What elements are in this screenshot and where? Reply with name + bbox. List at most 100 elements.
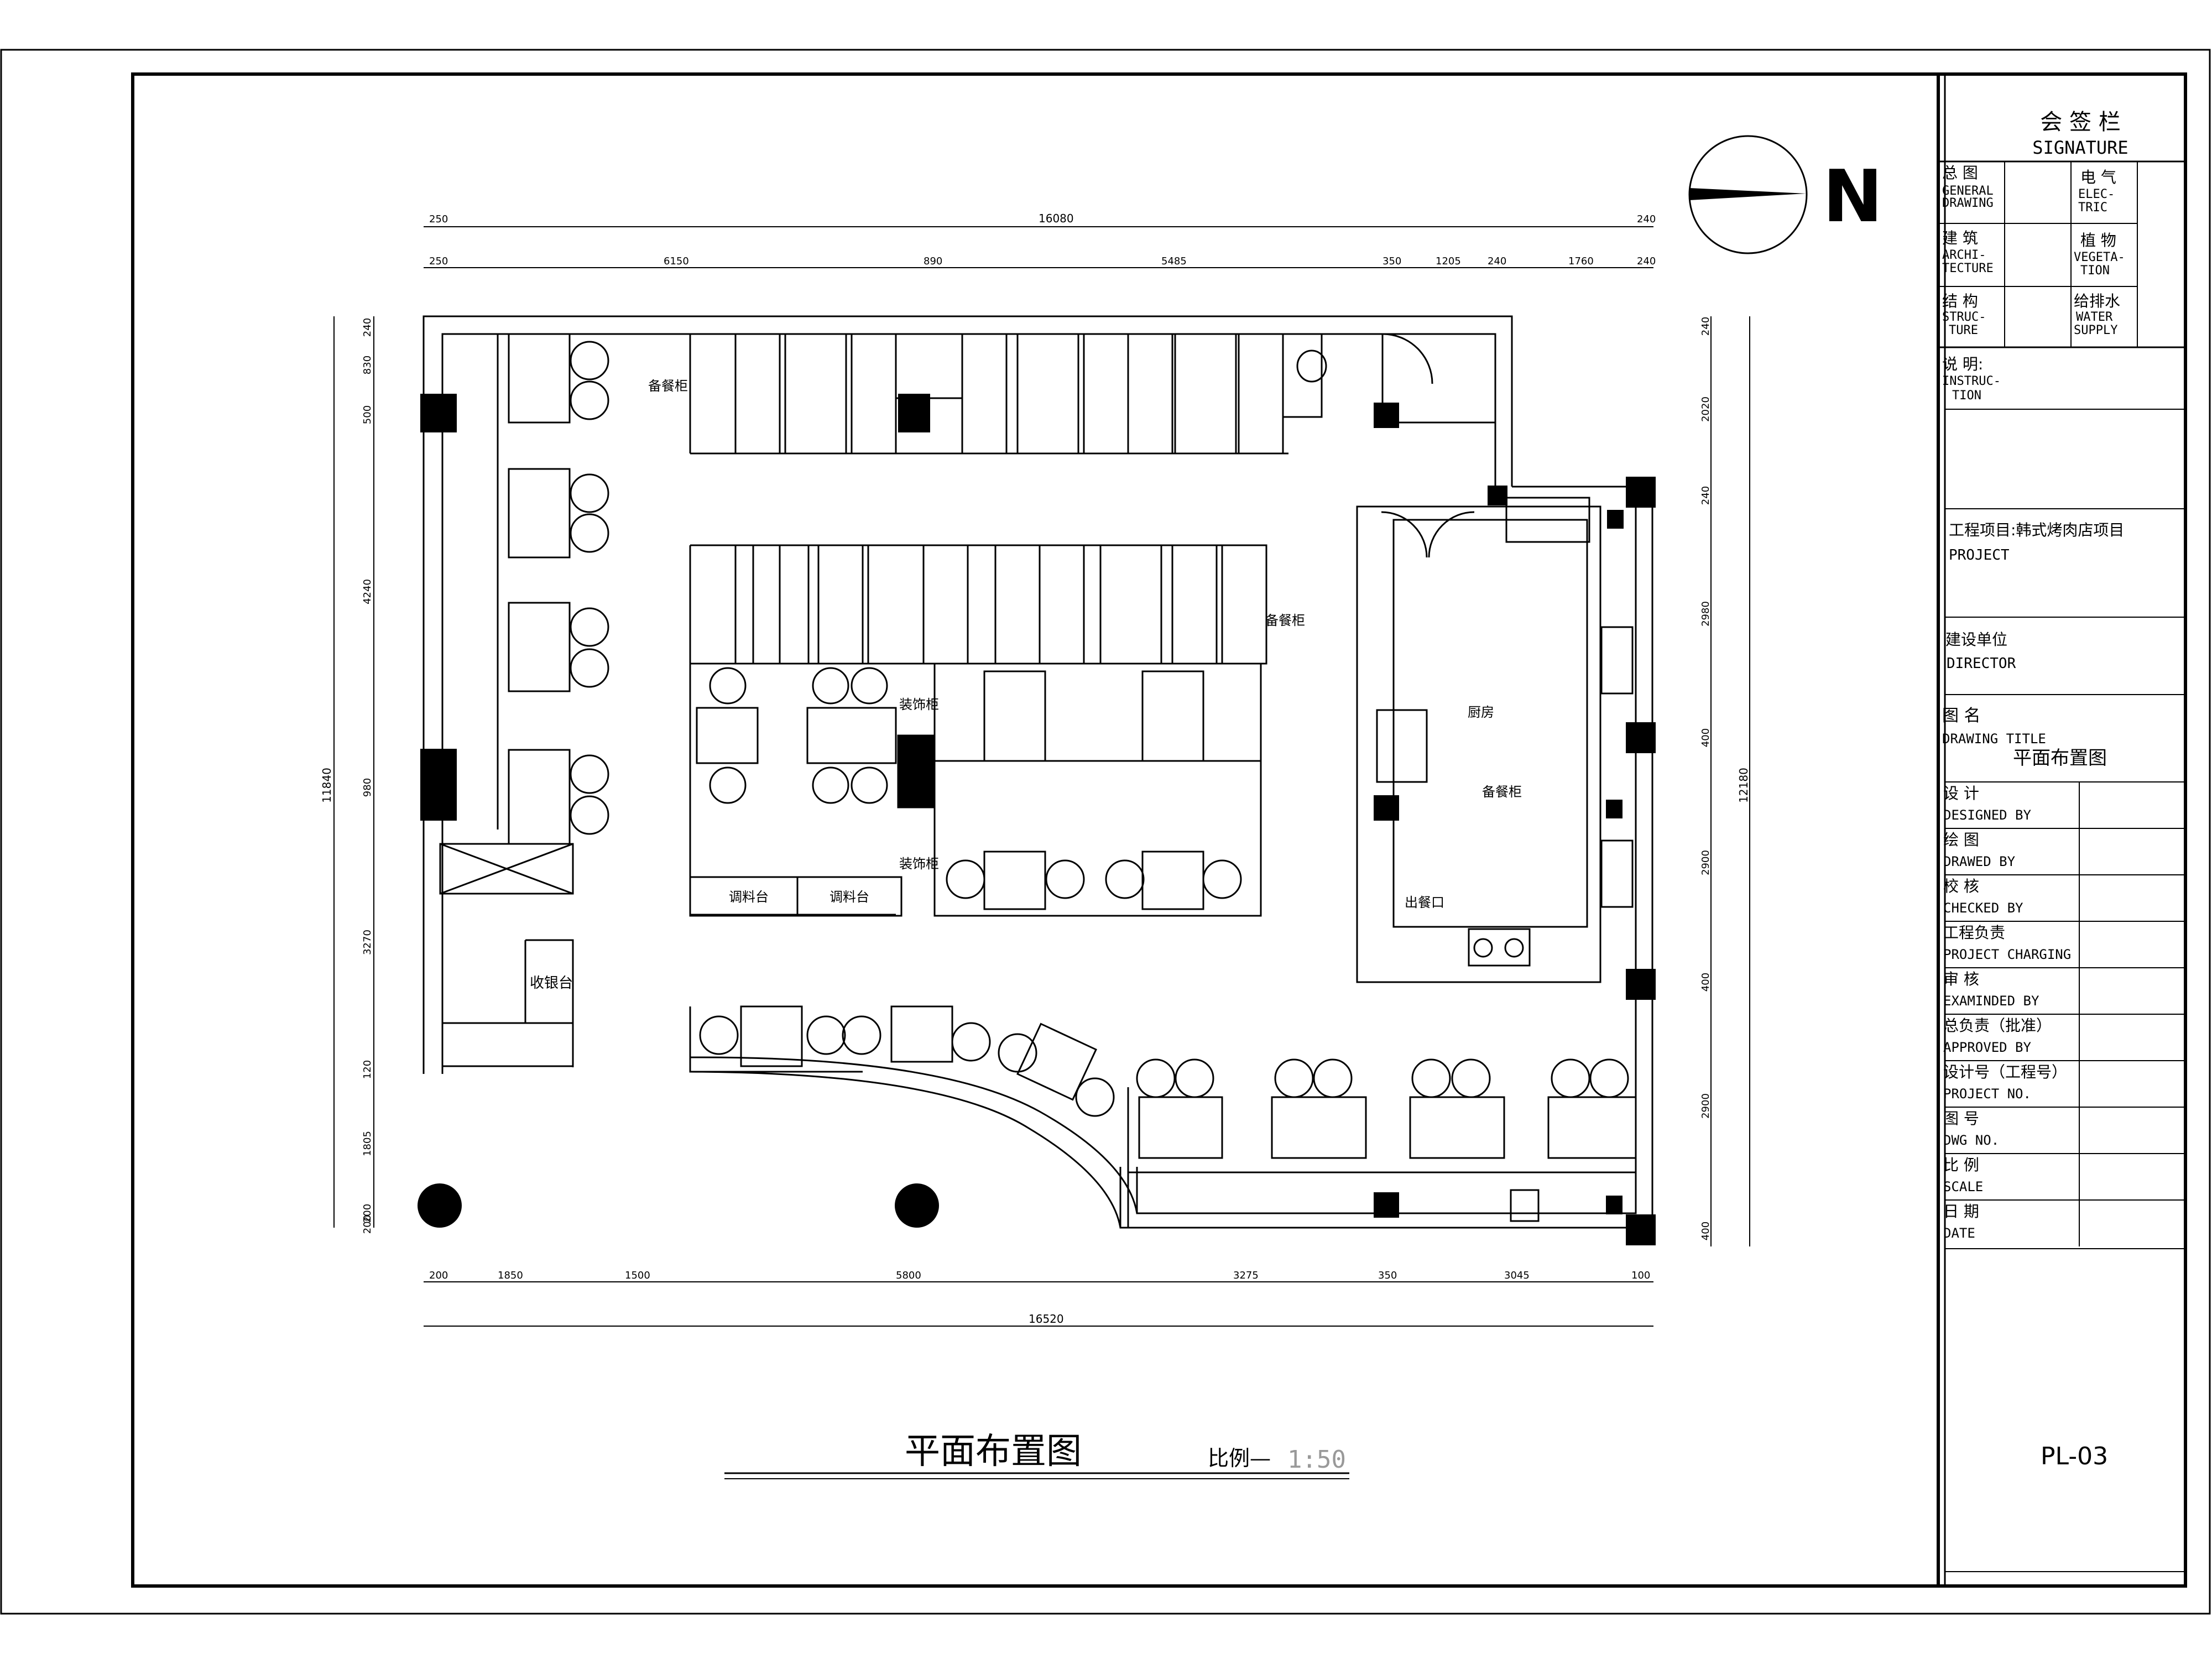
restroom-door [1382, 333, 1433, 384]
instruction-en2: TION [1952, 389, 1981, 403]
dim-bottom-3: 5800 [896, 1270, 921, 1281]
discipline-vegetation-en2: TION [2080, 264, 2110, 278]
east-wall-outer [1119, 486, 1653, 1229]
discipline-water-cn: 给排水 [2074, 292, 2120, 310]
top-brick-column [895, 333, 963, 399]
discipline-vegetation-cn: 植 物 [2080, 231, 2116, 249]
dim-right-0: 240 [1700, 317, 1712, 336]
tb-row-cn-0: 设 计 [1943, 784, 1979, 802]
tb-row-cn-1: 绘 图 [1943, 831, 1979, 849]
discipline-electric-cn: 电 气 [2080, 168, 2116, 186]
scale-label: 比例— [1208, 1446, 1271, 1470]
dim-top-2: 890 [924, 255, 942, 267]
dim-top-0: 250 [429, 255, 448, 267]
instruction-en1: INSTRUC- [1942, 374, 2001, 388]
dim-left-7: 1805 [362, 1131, 373, 1156]
discipline-electric-en2: TRIC [2078, 201, 2107, 215]
tb-row-en-8: SCALE [1943, 1179, 1983, 1194]
cashier-counter [442, 1022, 574, 1067]
dim-bottom-4: 3275 [1233, 1270, 1259, 1281]
dim-bottom-7: 100 [1631, 1270, 1650, 1281]
title-block-frame [1937, 72, 2187, 1588]
project-en: PROJECT [1949, 547, 2010, 564]
title-block: 会 签 栏 SIGNATURE 总 图 GENERAL DRAWING 电 气 … [1937, 72, 2187, 1588]
dim-top-total-left: 250 [429, 213, 448, 225]
label-seasoning-2: 调料台 [830, 889, 869, 905]
discipline-general-en2: DRAWING [1942, 196, 1994, 210]
label-prep-cabinet-kitchen: 备餐柜 [1482, 784, 1522, 800]
dim-bottom-5: 350 [1378, 1270, 1397, 1281]
dim-right-6: 400 [1700, 973, 1712, 992]
project-cn: 工程项目:韩式烤肉店项目 [1949, 521, 2124, 539]
dim-left-4: 980 [362, 778, 373, 797]
dim-left-3: 4240 [362, 579, 373, 604]
discipline-structure-en2: TURE [1949, 324, 1978, 337]
dim-left-8: 200 [362, 1204, 373, 1223]
north-arrow: N [1688, 135, 1883, 254]
tb-row-en-3: PROJECT CHARGING [1943, 947, 2071, 962]
dim-bottom-1: 1850 [498, 1270, 523, 1281]
drawing-title-cn: 图 名 [1942, 706, 1981, 726]
kitchen-room [1356, 505, 1601, 983]
outer-sheet-border [0, 49, 2211, 1615]
tb-row-en-7: DWG NO. [1943, 1133, 1999, 1148]
dim-right-4: 400 [1700, 728, 1712, 747]
discipline-vegetation-en1: VEGETA- [2074, 251, 2125, 264]
dim-left-5: 3270 [362, 930, 373, 955]
drawing-title-en: DRAWING TITLE [1942, 731, 2046, 747]
exterior-wall-inner [441, 333, 1496, 1074]
tb-row-en-0: DESIGNED BY [1943, 807, 2031, 823]
dim-right-1: 2020 [1700, 397, 1712, 422]
drawing-title-value: 平面布置图 [2013, 747, 2107, 769]
scale-value: 1:50 [1287, 1446, 1346, 1474]
dim-right-total: 12180 [1737, 768, 1750, 803]
tb-row-en-2: CHECKED BY [1943, 900, 2023, 916]
discipline-general-cn: 总 图 [1942, 164, 1978, 182]
dim-top-8: 240 [1637, 255, 1656, 267]
director-en: DIRECTOR [1947, 655, 2016, 672]
tb-row-cn-5: 总负责（批准） [1943, 1016, 2052, 1035]
dim-top-total-right: 240 [1637, 213, 1656, 225]
dim-left-9: 200 [362, 1215, 373, 1234]
structural-columns [418, 394, 1656, 1245]
tb-row-cn-9: 日 期 [1943, 1202, 1979, 1220]
tb-row-cn-4: 审 核 [1943, 970, 1979, 988]
dim-top-6: 240 [1488, 255, 1506, 267]
left-table-3 [508, 602, 571, 692]
dim-top-7: 1760 [1568, 255, 1594, 267]
dim-top-3: 5485 [1161, 255, 1187, 267]
label-prep-cabinet-top: 备餐柜 [648, 378, 688, 394]
dim-right-7: 2900 [1700, 1093, 1712, 1119]
dim-top-4: 350 [1383, 255, 1401, 267]
exterior-wall-outer [422, 315, 1513, 1074]
tb-row-en-5: APPROVED BY [1943, 1040, 2031, 1055]
discipline-architecture-en2: TECTURE [1942, 262, 1994, 275]
label-serving-window: 出餐口 [1405, 895, 1444, 910]
sheet-number: PL-03 [2041, 1442, 2108, 1470]
tb-row-en-9: DATE [1943, 1225, 1975, 1241]
label-decor-cabinet-2: 装饰柜 [899, 856, 939, 872]
washbasin [1282, 333, 1323, 418]
column-decor [897, 734, 936, 808]
dim-bottom-total: 16520 [1029, 1312, 1064, 1326]
discipline-structure-en1: STRUC- [1942, 310, 1986, 324]
plan-title-group: 平面布置图 比例— 1:50 [724, 1431, 1349, 1479]
discipline-water-en2: SUPPLY [2074, 324, 2117, 337]
label-seasoning-1: 调料台 [729, 889, 769, 905]
discipline-architecture-cn: 建 筑 [1942, 229, 1978, 247]
discipline-architecture-en1: ARCHI- [1942, 248, 1986, 262]
tb-row-cn-3: 工程负责 [1943, 924, 2005, 942]
left-storage [439, 843, 574, 895]
dim-left-0: 240 [362, 318, 373, 337]
north-label: N [1823, 154, 1883, 238]
discipline-water-en1: WATER [2076, 310, 2113, 324]
tb-row-en-6: PROJECT NO. [1943, 1086, 2031, 1102]
tb-row-cn-2: 校 核 [1943, 877, 1979, 895]
dim-bottom-6: 3045 [1504, 1270, 1530, 1281]
dim-bottom-2: 1500 [625, 1270, 650, 1281]
dim-left-6: 120 [362, 1060, 373, 1079]
tb-row-en-1: DRAWED BY [1943, 854, 2016, 869]
director-cn: 建设单位 [1945, 630, 2007, 649]
